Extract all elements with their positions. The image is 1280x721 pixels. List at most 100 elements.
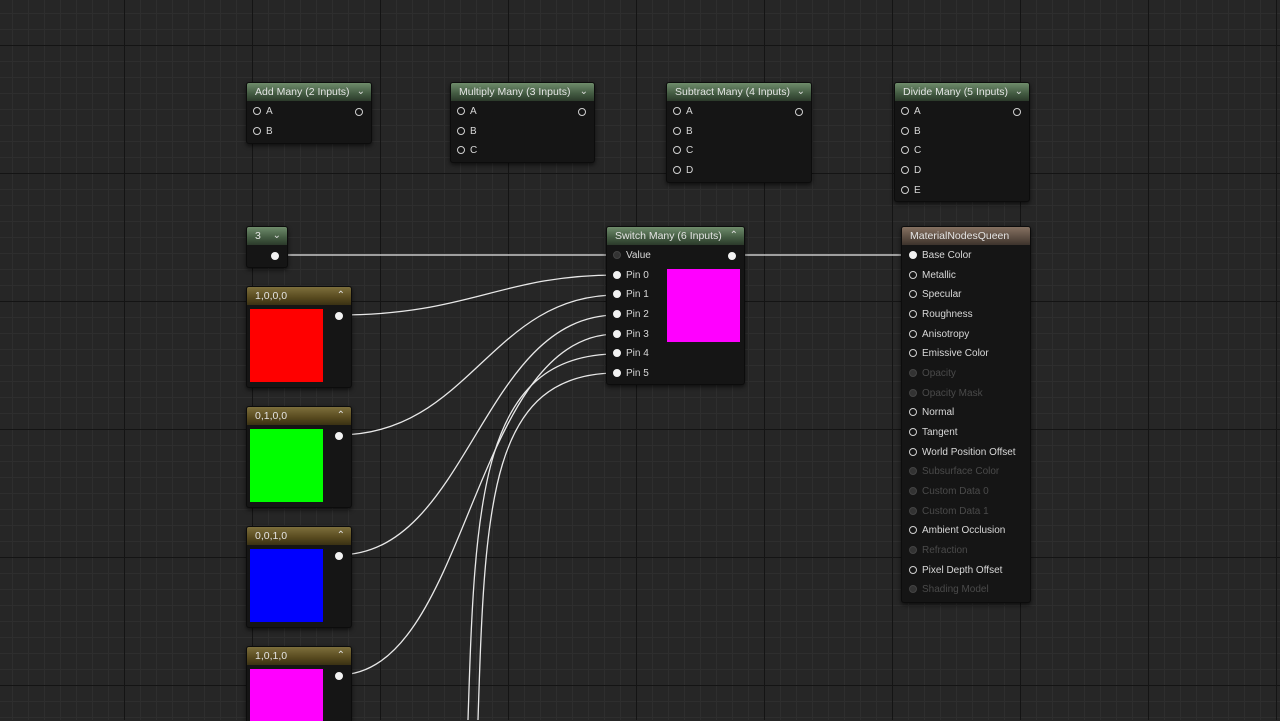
- constant-node[interactable]: 3 ⌄: [246, 226, 288, 268]
- multiply-many-node[interactable]: Multiply Many (3 Inputs) ⌄ A B C: [450, 82, 595, 163]
- material-pin-normal[interactable]: Normal: [909, 406, 954, 420]
- pin-icon[interactable]: [901, 146, 909, 155]
- pin-icon[interactable]: [909, 526, 917, 535]
- output-pin[interactable]: [335, 672, 343, 680]
- switch-many-node[interactable]: Switch Many (6 Inputs) ⌃ Value Pin 0 Pin…: [606, 226, 745, 385]
- chevron-down-icon[interactable]: ⌄: [1014, 86, 1023, 97]
- output-pin[interactable]: [335, 312, 343, 320]
- node-header[interactable]: 1,0,1,0 ⌃: [247, 647, 351, 665]
- pin-icon[interactable]: [909, 330, 917, 339]
- node-header[interactable]: Add Many (2 Inputs) ⌄: [247, 83, 371, 101]
- node-header[interactable]: Subtract Many (4 Inputs) ⌄: [667, 83, 811, 101]
- node-header[interactable]: Switch Many (6 Inputs) ⌃: [607, 227, 744, 245]
- material-pin-specular[interactable]: Specular: [909, 288, 961, 302]
- node-header[interactable]: 0,1,0,0 ⌃: [247, 407, 351, 425]
- input-pin-e[interactable]: E: [901, 184, 921, 198]
- material-pin-base-color[interactable]: Base Color: [909, 249, 971, 263]
- pin-icon[interactable]: [253, 127, 261, 136]
- pin-icon[interactable]: [253, 107, 261, 116]
- chevron-down-icon[interactable]: ⌄: [579, 86, 588, 97]
- material-pin-world-position-offset[interactable]: World Position Offset: [909, 446, 1016, 460]
- input-pin-b[interactable]: B: [673, 125, 693, 139]
- input-pin-d[interactable]: D: [901, 164, 921, 178]
- pin-icon[interactable]: [613, 369, 621, 378]
- color-constant-node-blue[interactable]: 0,0,1,0 ⌃: [246, 526, 352, 628]
- pin-icon[interactable]: [909, 448, 917, 457]
- pin-icon[interactable]: [613, 290, 621, 299]
- pin-icon[interactable]: [909, 271, 917, 280]
- pin-icon[interactable]: [673, 146, 681, 155]
- pin-icon[interactable]: [457, 127, 465, 136]
- input-pin-d[interactable]: D: [673, 164, 693, 178]
- input-pin-a[interactable]: A: [901, 105, 921, 119]
- output-pin[interactable]: [355, 108, 363, 116]
- pin-icon[interactable]: [613, 251, 621, 260]
- chevron-up-icon[interactable]: ⌃: [336, 290, 345, 301]
- node-header[interactable]: MaterialNodesQueen: [902, 227, 1030, 245]
- material-pin-metallic[interactable]: Metallic: [909, 269, 956, 283]
- pin-icon[interactable]: [901, 166, 909, 175]
- input-pin-b[interactable]: B: [253, 125, 273, 139]
- pin-icon[interactable]: [901, 127, 909, 136]
- output-pin[interactable]: [728, 252, 736, 260]
- node-header[interactable]: 3 ⌄: [247, 227, 287, 245]
- pin-icon[interactable]: [909, 290, 917, 299]
- input-pin-3[interactable]: Pin 3: [613, 328, 649, 342]
- output-pin[interactable]: [578, 108, 586, 116]
- color-constant-node-magenta[interactable]: 1,0,1,0 ⌃: [246, 646, 352, 721]
- input-pin-1[interactable]: Pin 1: [613, 288, 649, 302]
- pin-icon[interactable]: [613, 349, 621, 358]
- material-pin-ambient-occlusion[interactable]: Ambient Occlusion: [909, 524, 1005, 538]
- material-pin-emissive-color[interactable]: Emissive Color: [909, 347, 989, 361]
- chevron-down-icon[interactable]: ⌄: [356, 86, 365, 97]
- input-pin-c[interactable]: C: [457, 144, 477, 158]
- material-pin-pixel-depth-offset[interactable]: Pixel Depth Offset: [909, 564, 1002, 578]
- pin-icon[interactable]: [673, 166, 681, 175]
- subtract-many-node[interactable]: Subtract Many (4 Inputs) ⌄ A B C D: [666, 82, 812, 183]
- pin-icon[interactable]: [613, 330, 621, 339]
- input-pin-c[interactable]: C: [673, 144, 693, 158]
- material-pin-anisotropy[interactable]: Anisotropy: [909, 328, 969, 342]
- output-pin[interactable]: [335, 432, 343, 440]
- material-pin-tangent[interactable]: Tangent: [909, 426, 958, 440]
- chevron-up-icon[interactable]: ⌃: [336, 410, 345, 421]
- chevron-down-icon[interactable]: ⌄: [796, 86, 805, 97]
- chevron-down-icon[interactable]: ⌄: [272, 230, 281, 241]
- chevron-up-icon[interactable]: ⌃: [336, 650, 345, 661]
- pin-icon[interactable]: [909, 251, 917, 260]
- input-pin-value[interactable]: Value: [613, 249, 651, 263]
- pin-icon[interactable]: [909, 566, 917, 575]
- input-pin-b[interactable]: B: [457, 125, 477, 139]
- pin-icon[interactable]: [673, 127, 681, 136]
- pin-icon[interactable]: [909, 349, 917, 358]
- input-pin-a[interactable]: A: [673, 105, 693, 119]
- input-pin-5[interactable]: Pin 5: [613, 367, 649, 381]
- node-header[interactable]: Divide Many (5 Inputs) ⌄: [895, 83, 1029, 101]
- pin-icon[interactable]: [613, 271, 621, 280]
- pin-icon[interactable]: [909, 310, 917, 319]
- pin-icon[interactable]: [909, 408, 917, 417]
- divide-many-node[interactable]: Divide Many (5 Inputs) ⌄ A B C D E: [894, 82, 1030, 202]
- pin-icon[interactable]: [901, 107, 909, 116]
- chevron-up-icon[interactable]: ⌃: [336, 530, 345, 541]
- pin-icon[interactable]: [457, 146, 465, 155]
- pin-icon[interactable]: [457, 107, 465, 116]
- pin-icon[interactable]: [613, 310, 621, 319]
- node-header[interactable]: Multiply Many (3 Inputs) ⌄: [451, 83, 594, 101]
- input-pin-0[interactable]: Pin 0: [613, 269, 649, 283]
- output-pin[interactable]: [271, 252, 279, 260]
- material-pin-roughness[interactable]: Roughness: [909, 308, 973, 322]
- input-pin-a[interactable]: A: [457, 105, 477, 119]
- output-pin[interactable]: [335, 552, 343, 560]
- color-constant-node-red[interactable]: 1,0,0,0 ⌃: [246, 286, 352, 388]
- node-header[interactable]: 0,0,1,0 ⌃: [247, 527, 351, 545]
- input-pin-2[interactable]: Pin 2: [613, 308, 649, 322]
- pin-icon[interactable]: [909, 428, 917, 437]
- node-header[interactable]: 1,0,0,0 ⌃: [247, 287, 351, 305]
- input-pin-4[interactable]: Pin 4: [613, 347, 649, 361]
- chevron-up-icon[interactable]: ⌃: [729, 230, 738, 241]
- input-pin-b[interactable]: B: [901, 125, 921, 139]
- output-pin[interactable]: [795, 108, 803, 116]
- input-pin-c[interactable]: C: [901, 144, 921, 158]
- pin-icon[interactable]: [901, 186, 909, 195]
